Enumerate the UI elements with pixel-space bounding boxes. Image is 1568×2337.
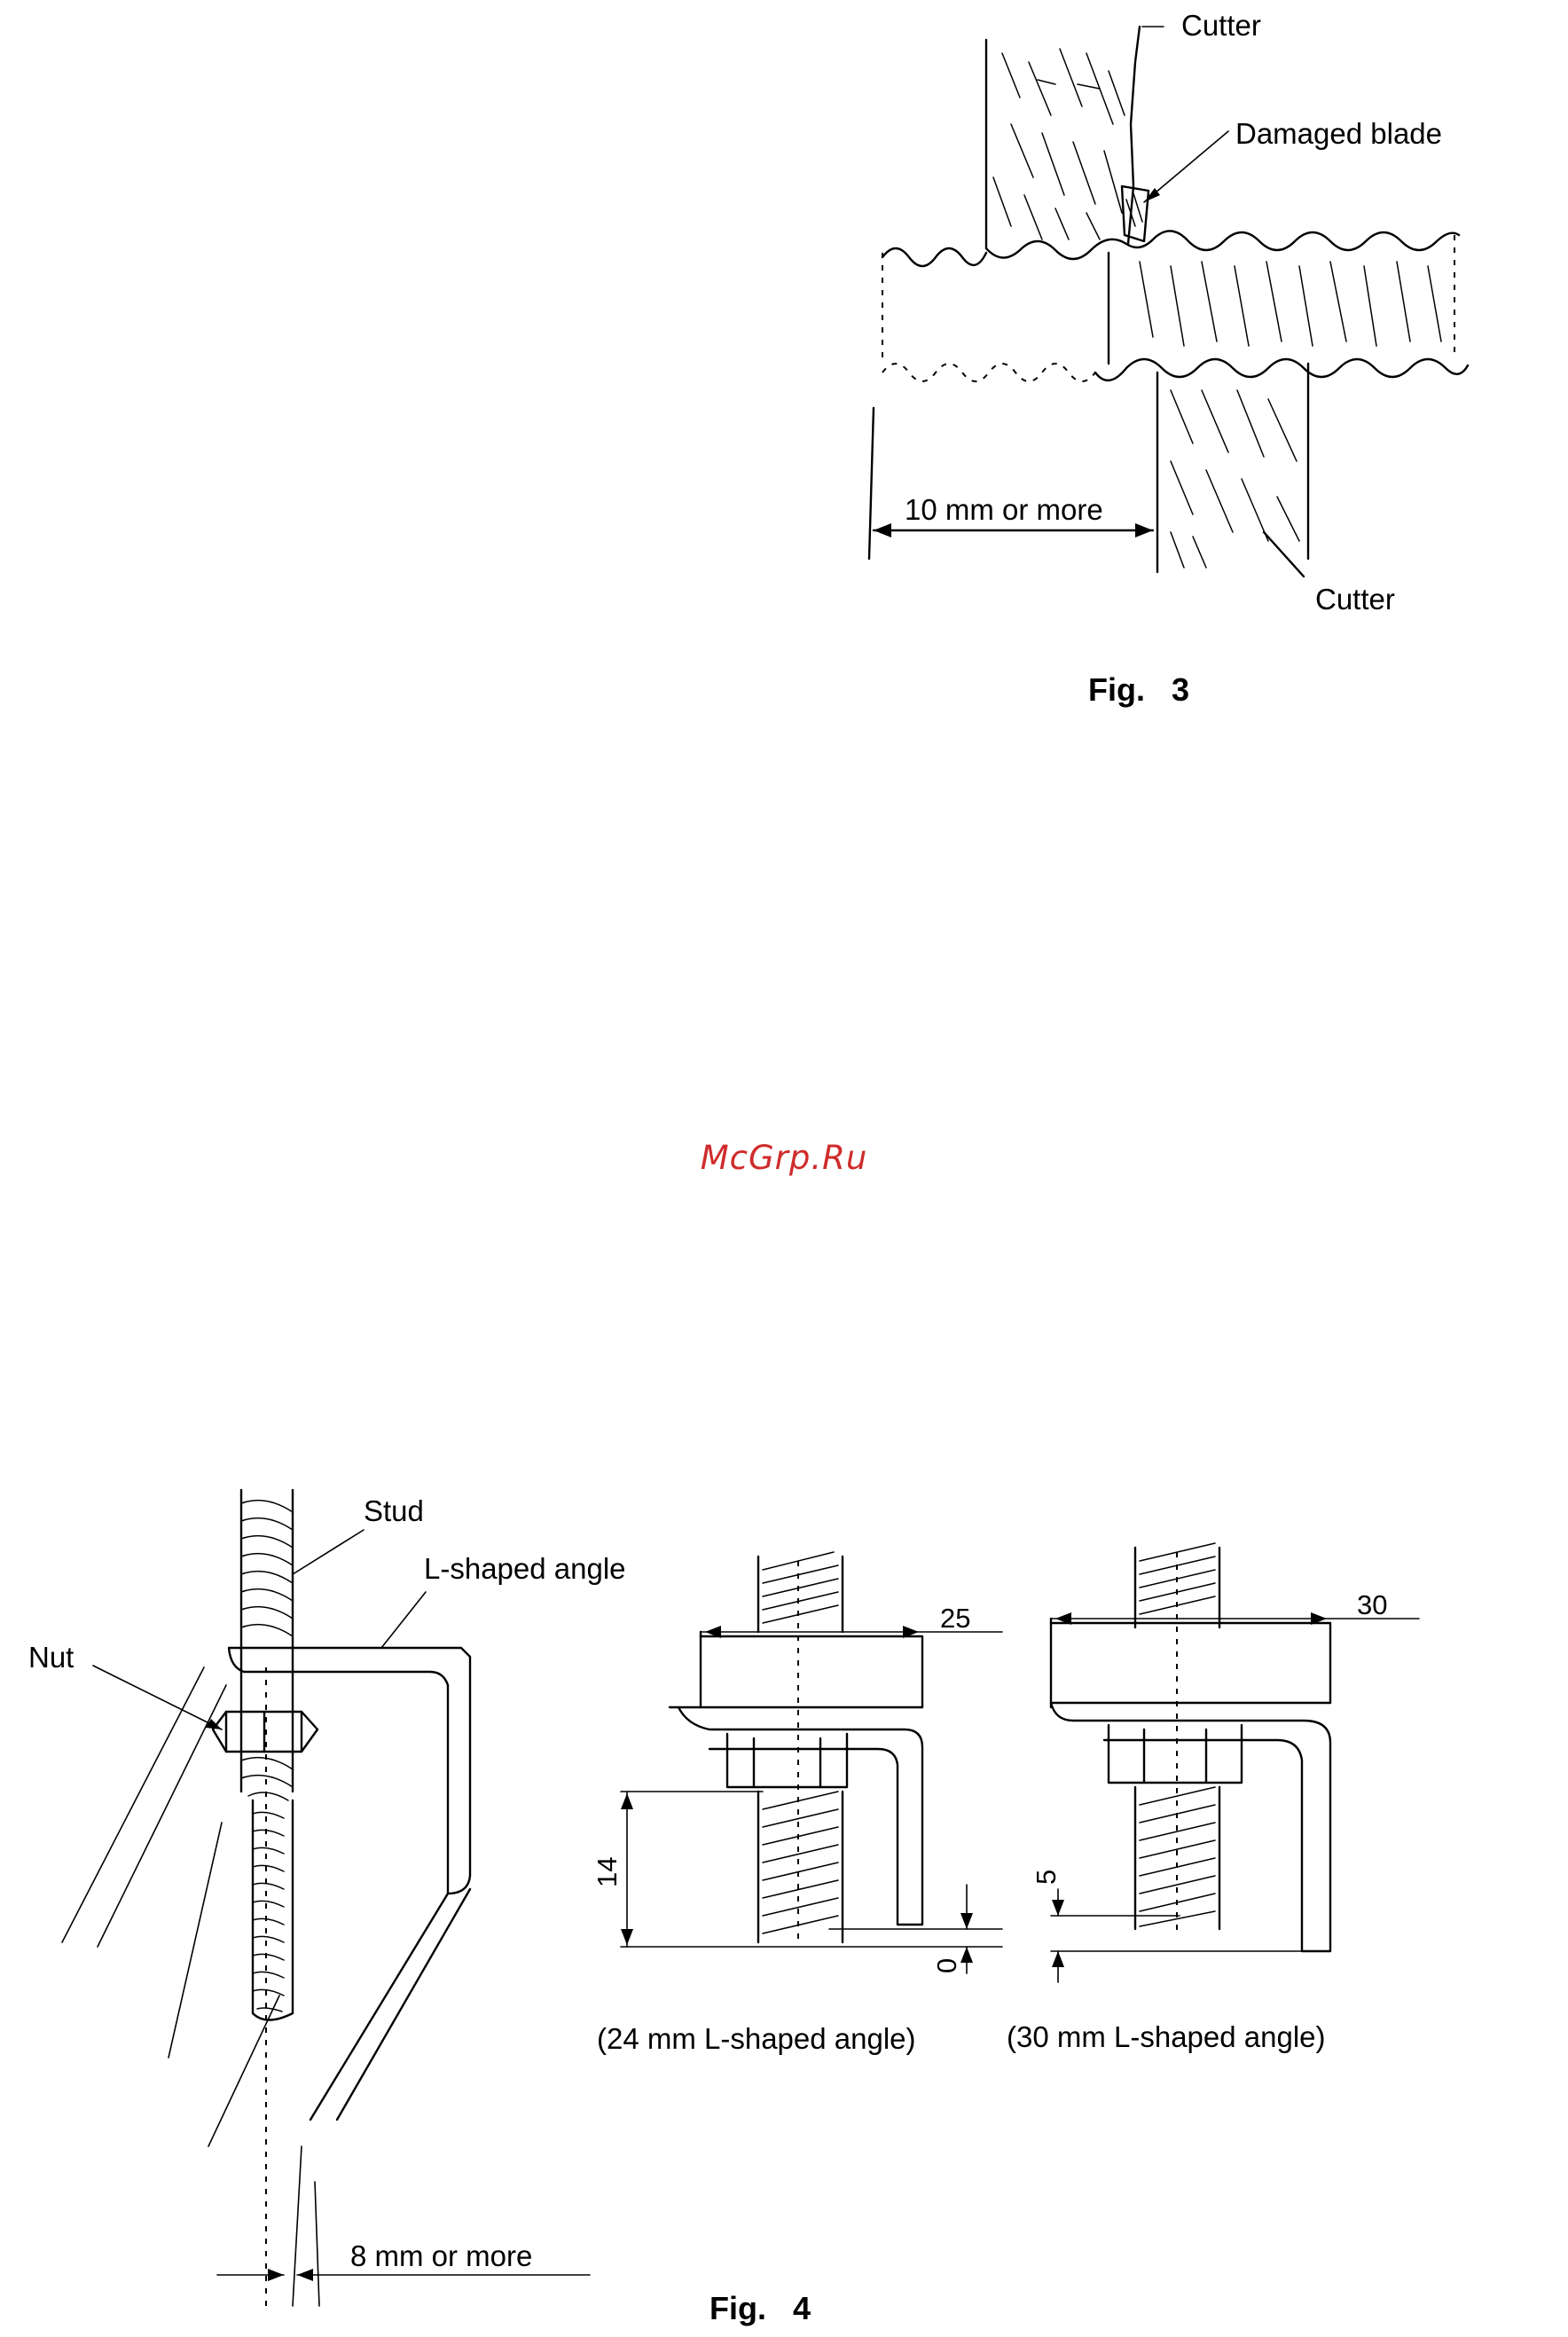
label-stud: Stud bbox=[364, 1494, 424, 1527]
dim-24-height: 14 bbox=[592, 1857, 623, 1887]
dim-30-width: 30 bbox=[1357, 1589, 1387, 1620]
label-l-angle: L-shaped angle bbox=[424, 1552, 626, 1585]
dim-30-gap: 5 bbox=[1031, 1870, 1062, 1885]
label-nut: Nut bbox=[28, 1641, 74, 1674]
leader-nut bbox=[93, 1666, 222, 1729]
label-eight-mm: 8 mm or more bbox=[350, 2239, 532, 2272]
watermark: McGrp.Ru bbox=[0, 1139, 1568, 1177]
leader-stud bbox=[293, 1530, 364, 1574]
leader-l-angle bbox=[381, 1592, 426, 1648]
fig4-diagram: Stud L-shaped angle Nut 8 mm or more bbox=[0, 1455, 1568, 2337]
damaged-blade bbox=[1122, 186, 1149, 241]
dim-24-gap: 0 bbox=[931, 1958, 962, 1973]
label-cutter-bottom: Cutter bbox=[1315, 583, 1395, 616]
fig3-caption: Fig. 3 bbox=[1088, 671, 1189, 708]
fig3-diagram: Cutter Damaged blade 10 mm or more Cutte… bbox=[0, 0, 1568, 727]
dim-24-width: 25 bbox=[940, 1603, 970, 1634]
label-damaged-blade: Damaged blade bbox=[1235, 117, 1442, 150]
fig4-caption: Fig. 4 bbox=[710, 2290, 811, 2326]
label-cutter-top: Cutter bbox=[1181, 9, 1261, 42]
caption-30mm: (30 mm L-shaped angle) bbox=[1007, 2020, 1326, 2053]
label-distance: 10 mm or more bbox=[905, 493, 1103, 526]
caption-24mm: (24 mm L-shaped angle) bbox=[597, 2022, 916, 2055]
bottom-cutter bbox=[1157, 364, 1308, 576]
distance-dimension bbox=[869, 408, 1153, 559]
blade-strip bbox=[882, 231, 1468, 381]
top-cutter bbox=[986, 27, 1140, 248]
